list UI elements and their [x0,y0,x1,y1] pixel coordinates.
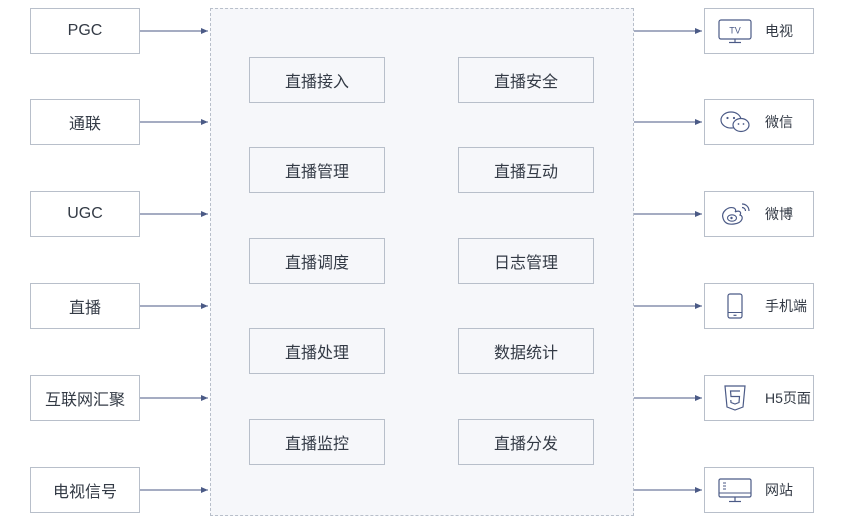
output-label: 网站 [765,482,793,498]
output-h5-page: H5页面 [704,375,814,421]
source-label: 通联 [68,116,101,133]
source-label: PGC [67,22,103,39]
tv-icon-text: TV [729,26,741,36]
module-label: 数据统计 [493,345,558,362]
source-live: 直播 [30,283,140,329]
module-label: 日志管理 [493,255,558,272]
source-label: 互联网汇聚 [44,392,125,409]
wechat-icon [715,109,755,135]
output-mobile: 手机端 [704,283,814,329]
module-label: 直播分发 [493,436,558,453]
output-label: 微信 [765,114,793,130]
module-live-scheduling: 直播调度 [249,238,385,284]
output-wechat: 微信 [704,99,814,145]
phone-icon [715,293,755,319]
module-live-distribution: 直播分发 [458,419,594,465]
module-live-management: 直播管理 [249,147,385,193]
module-log-management: 日志管理 [458,238,594,284]
output-label: H5页面 [765,390,811,406]
module-data-statistics: 数据统计 [458,328,594,374]
module-label: 直播监控 [284,436,349,453]
source-tonglian: 通联 [30,99,140,145]
source-pgc: PGC [30,8,140,54]
module-label: 直播调度 [284,255,349,272]
output-label: 手机端 [765,298,807,314]
module-label: 直播互动 [493,164,558,181]
output-label: 电视 [765,23,793,39]
module-label: 直播处理 [284,345,349,362]
monitor-icon [715,477,755,503]
module-live-processing: 直播处理 [249,328,385,374]
source-tv-signal: 电视信号 [30,467,140,513]
html5-icon [715,385,755,411]
module-label: 直播管理 [284,164,349,181]
source-ugc: UGC [30,191,140,237]
module-live-interaction: 直播互动 [458,147,594,193]
source-internet-aggregation: 互联网汇聚 [30,375,140,421]
output-tv: TV 电视 [704,8,814,54]
module-live-monitoring: 直播监控 [249,419,385,465]
output-website: 网站 [704,467,814,513]
source-label: UGC [67,205,103,222]
tv-icon: TV [715,18,755,44]
module-live-security: 直播安全 [458,57,594,103]
module-label: 直播接入 [284,74,349,91]
module-live-ingest: 直播接入 [249,57,385,103]
source-label: 直播 [68,300,101,317]
weibo-icon [715,201,755,227]
module-label: 直播安全 [493,74,558,91]
output-weibo: 微博 [704,191,814,237]
output-label: 微博 [765,206,793,222]
source-label: 电视信号 [52,484,117,501]
